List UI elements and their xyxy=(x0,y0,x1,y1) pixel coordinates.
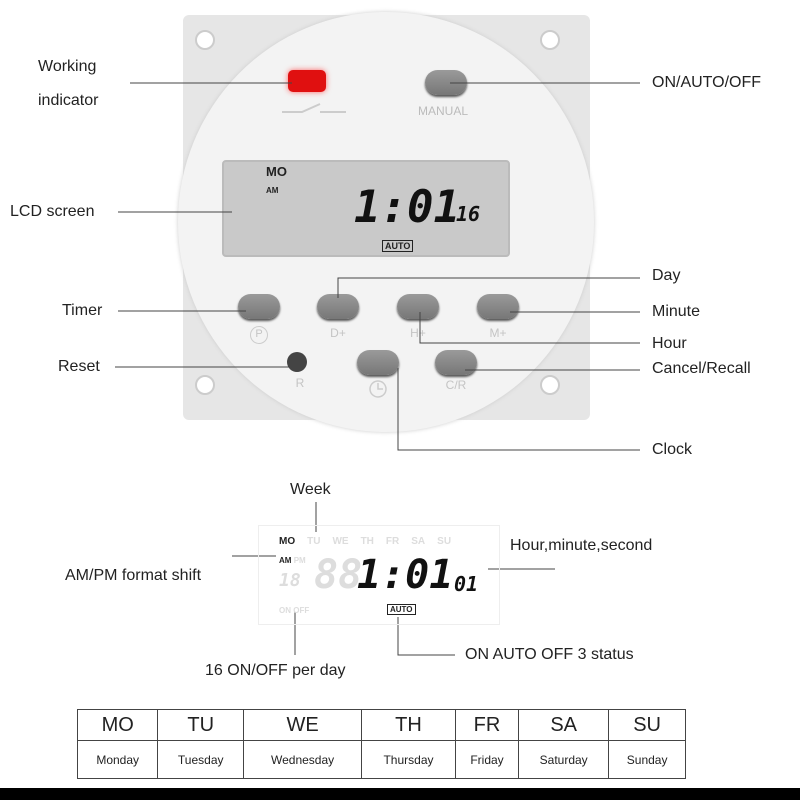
lcd-time: 1:01 xyxy=(354,182,460,233)
day-button[interactable] xyxy=(317,294,359,319)
hour-label: H+ xyxy=(410,326,426,340)
cancel-recall-button[interactable] xyxy=(435,350,477,375)
ghost-digits: 88 xyxy=(314,552,363,598)
bottom-bar xyxy=(0,788,800,800)
table-cell: Monday xyxy=(76,740,159,779)
reset-label: R xyxy=(295,376,305,390)
manual-label: MANUAL xyxy=(418,104,469,118)
timer-button[interactable] xyxy=(238,294,280,319)
table-cell: Tuesday xyxy=(157,740,245,779)
table-cell: MO xyxy=(76,709,159,741)
table-cell: Saturday xyxy=(518,740,610,779)
table-cell: Thursday xyxy=(361,740,456,779)
callout-working-indicator: Working xyxy=(38,58,97,75)
minute-button[interactable] xyxy=(477,294,519,319)
hour-button[interactable] xyxy=(397,294,439,319)
onoff-label: 16 ON/OFF per day xyxy=(205,662,346,679)
display-seconds: 01 xyxy=(454,572,479,596)
day-label: D+ xyxy=(330,326,346,340)
clock-button[interactable] xyxy=(357,350,399,375)
program-number: 18 xyxy=(279,570,301,591)
ampm: AM PM xyxy=(279,556,306,565)
display-diagram: MO TU WE TH FR SA SU AM PM 18 88 1:01 01… xyxy=(258,525,500,625)
callout-reset: Reset xyxy=(58,358,100,375)
weekday-row: MO TU WE TH FR SA SU xyxy=(279,536,451,547)
cancel-recall-label: C/R xyxy=(445,378,467,392)
callout-hour: Hour xyxy=(652,335,687,352)
weekday: TU xyxy=(307,536,321,547)
mount-hole xyxy=(540,375,560,395)
table-cell: Sunday xyxy=(608,740,686,779)
weekday: SU xyxy=(437,536,452,547)
lcd-mode: AUTO xyxy=(382,240,414,252)
lcd-seconds: 16 xyxy=(456,202,481,226)
mount-hole xyxy=(540,30,560,50)
week-label: Week xyxy=(290,481,331,498)
pm-indicator: PM xyxy=(293,556,306,565)
callout-lcd-screen: LCD screen xyxy=(10,203,95,220)
display-time: 1:01 xyxy=(357,552,454,598)
on-off: ON OFF xyxy=(279,606,309,615)
mount-hole xyxy=(195,375,215,395)
reset-button[interactable] xyxy=(287,352,307,372)
on-indicator: ON xyxy=(279,606,291,615)
minute-label: M+ xyxy=(489,326,507,340)
lcd-ampm: AM xyxy=(266,186,279,195)
callout-day: Day xyxy=(652,267,681,284)
callout-clock: Clock xyxy=(652,441,693,458)
weekday-table: MO TU WE TH FR SA SU Monday Tuesday Wedn… xyxy=(76,709,686,779)
off-indicator: OFF xyxy=(293,606,310,615)
weekday: FR xyxy=(385,536,400,547)
table-cell: SA xyxy=(518,709,610,741)
table-cell: Friday xyxy=(454,740,520,779)
status-label: ON AUTO OFF 3 status xyxy=(465,646,634,663)
table-cell: TU xyxy=(157,709,245,741)
display-mode: AUTO xyxy=(387,604,416,615)
weekday: TH xyxy=(360,536,374,547)
am-indicator: AM xyxy=(279,556,292,565)
hms-label: Hour,minute,second xyxy=(510,537,653,554)
weekday: SA xyxy=(411,536,426,547)
table-cell: WE xyxy=(243,709,363,741)
mount-hole xyxy=(195,30,215,50)
callout-cancel-recall: Cancel/Recall xyxy=(652,360,751,377)
table-cell: Wednesday xyxy=(243,740,363,779)
callout-working-indicator: indicator xyxy=(38,92,99,109)
ampm-label: AM/PM format shift xyxy=(65,567,202,584)
weekday: WE xyxy=(332,536,349,547)
switch-symbol-icon xyxy=(282,103,346,113)
lcd-day: MO xyxy=(266,164,287,179)
timer-label: P xyxy=(250,326,268,344)
lcd-screen: MO AM 1:01 16 AUTO xyxy=(222,160,510,257)
clock-icon xyxy=(369,380,387,398)
table-cell: TH xyxy=(361,709,456,741)
weekday: MO xyxy=(279,536,296,547)
callout-minute: Minute xyxy=(652,303,701,320)
table-cell: FR xyxy=(454,709,520,741)
working-indicator-led xyxy=(288,70,326,92)
table-cell: SU xyxy=(608,709,686,741)
callout-timer: Timer xyxy=(62,302,103,319)
callout-on-auto-off: ON/AUTO/OFF xyxy=(652,74,762,91)
